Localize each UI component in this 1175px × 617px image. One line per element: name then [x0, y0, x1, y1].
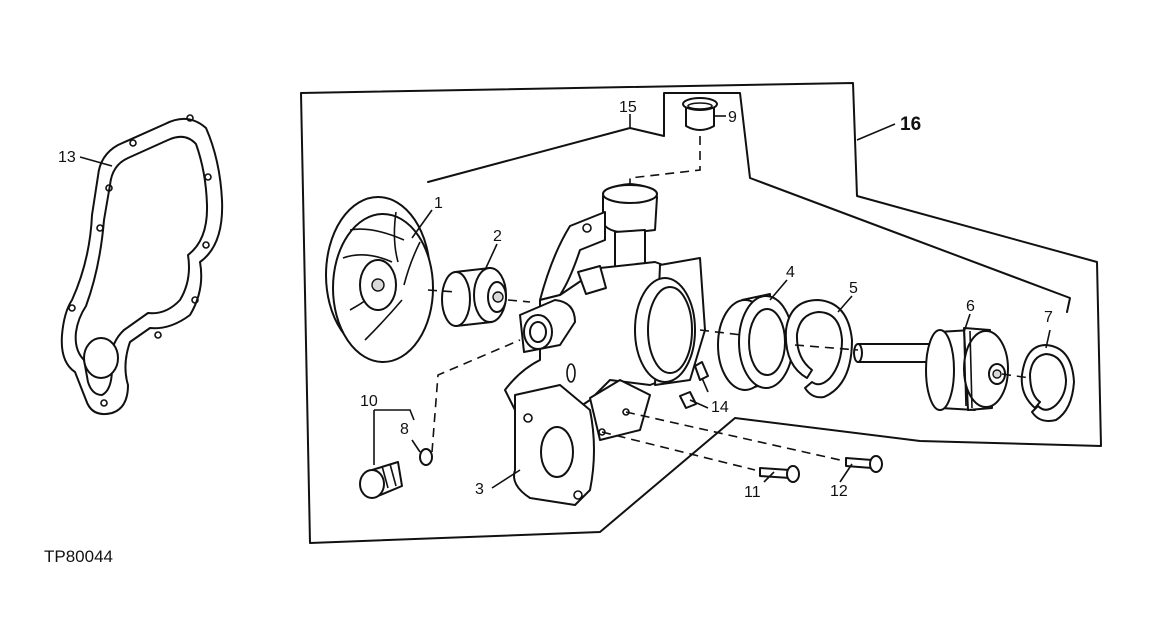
axis-line-bolt-12: [625, 411, 841, 461]
callout-10: 10: [360, 393, 378, 410]
figure-id: TP80044: [44, 547, 113, 566]
axis-line-plug: [431, 339, 521, 453]
callout-12: 12: [830, 483, 848, 500]
leader-8: [411, 439, 421, 453]
callout-8: 8: [400, 421, 409, 438]
snap-ring-5: [784, 299, 853, 399]
drain-plug-10: [359, 461, 403, 499]
callout-11: 11: [744, 484, 761, 501]
bolt-12: [845, 455, 883, 473]
callout-4: 4: [786, 264, 795, 281]
kit-15-boundary: [427, 92, 1071, 313]
callout-2: 2: [493, 228, 502, 245]
leader-13: [79, 156, 113, 167]
callout-5: 5: [849, 280, 858, 297]
leader-4: [769, 279, 788, 301]
callout-16: 16: [900, 114, 921, 135]
bearing-cup-4: [717, 293, 794, 391]
axis-line-shaft: [699, 329, 1031, 379]
leader-3: [491, 469, 521, 489]
leader-14: [689, 377, 709, 409]
pump-housing-3: [504, 183, 706, 506]
callout-15: 15: [619, 99, 637, 116]
callout-13: 13: [58, 149, 76, 166]
shaft-bearing-6: [853, 327, 1009, 411]
retaining-ring-7: [1020, 344, 1075, 422]
leader-6: [963, 313, 971, 333]
leader-7: [1045, 329, 1051, 349]
axis-line-cap: [629, 136, 701, 184]
leader-10: [373, 409, 415, 465]
seal-2: [441, 267, 507, 327]
callout-7: 7: [1044, 309, 1053, 326]
axis-line-bolt-11: [601, 431, 756, 471]
impeller-1: [325, 196, 434, 363]
bolt-11: [759, 465, 800, 483]
callout-6: 6: [966, 298, 975, 315]
callout-9: 9: [728, 109, 737, 126]
leader-16: [856, 123, 896, 141]
o-ring-8: [419, 448, 433, 466]
leader-12: [839, 463, 853, 483]
callout-1: 1: [434, 195, 443, 212]
leader-11: [763, 471, 775, 483]
gasket-13: [60, 114, 224, 416]
leader-5: [837, 295, 853, 313]
leader-1: [411, 209, 433, 239]
cap-9: [682, 97, 718, 131]
callout-14: 14: [711, 399, 729, 416]
axis-line-main: [427, 289, 531, 303]
kit-16-boundary: [300, 82, 1102, 544]
leader-2: [484, 243, 498, 271]
callout-3: 3: [475, 481, 484, 498]
pin-14: [679, 361, 709, 409]
